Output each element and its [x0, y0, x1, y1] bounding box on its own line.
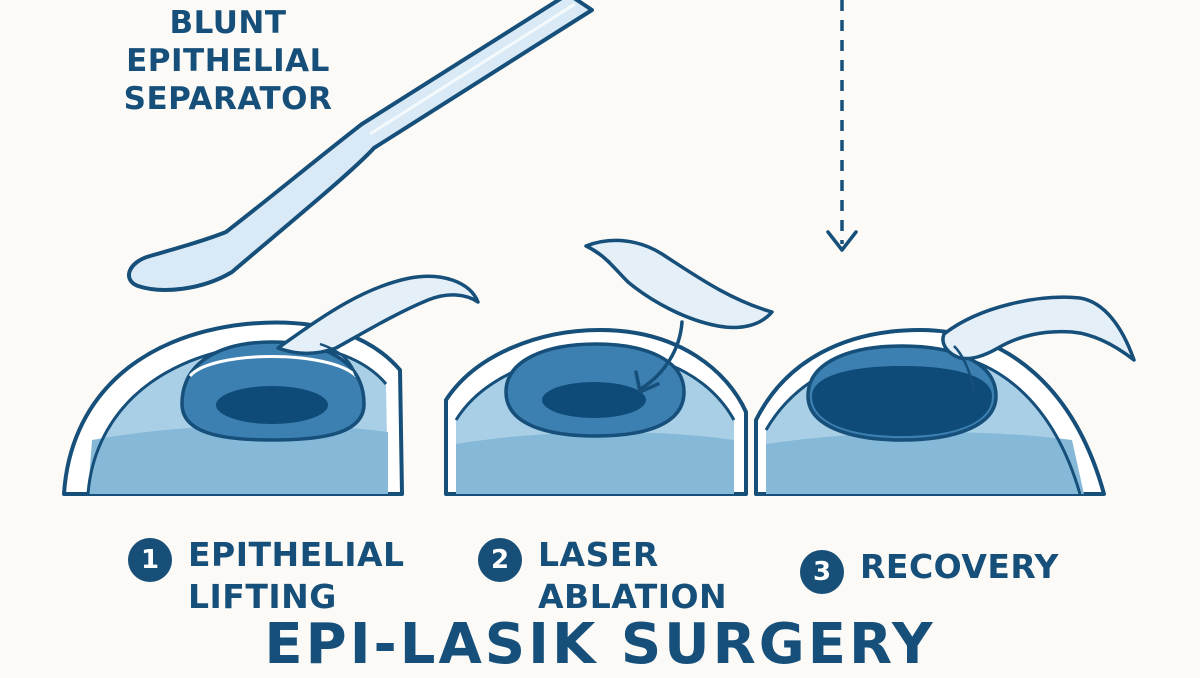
tool-label-line-2: EPITHELIAL — [126, 43, 330, 79]
step-label: LASER ABLATION — [538, 534, 727, 618]
step-2-caption: 2 LASER ABLATION — [478, 534, 727, 618]
step-label-line-2: LIFTING — [188, 577, 337, 616]
step-number-badge: 2 — [478, 538, 522, 582]
step-3-caption: 3 RECOVERY — [800, 546, 1059, 594]
tool-label-line-3: SEPARATOR — [123, 81, 333, 117]
eye-panel-laser-ablation — [444, 238, 774, 496]
step-label-line-1: RECOVERY — [860, 547, 1059, 586]
eye-panel-recovery — [754, 295, 1136, 496]
dashed-arrow-down-icon — [826, 0, 858, 252]
epithelial-flap — [584, 238, 774, 330]
epithelial-flap — [941, 295, 1136, 362]
step-1-caption: 1 EPITHELIAL LIFTING — [128, 534, 405, 618]
step-label: EPITHELIAL LIFTING — [188, 534, 405, 618]
page-title: EPI-LASIK SURGERY — [264, 612, 936, 677]
step-label-line-1: LASER — [538, 535, 659, 574]
step-label: RECOVERY — [860, 546, 1059, 588]
tool-label-line-1: BLUNT — [169, 5, 287, 41]
spatula-icon — [126, 0, 594, 292]
step-number-badge: 3 — [800, 550, 844, 594]
eye-panel-epithelial-lifting — [62, 274, 480, 496]
step-label-line-1: EPITHELIAL — [188, 535, 405, 574]
tool-label: BLUNT EPITHELIAL SEPARATOR — [118, 4, 338, 118]
epithelial-flap — [276, 274, 480, 355]
laser-pointer-arrow — [640, 320, 684, 390]
step-number-badge: 1 — [128, 538, 172, 582]
step-label-line-2: ABLATION — [538, 577, 728, 616]
